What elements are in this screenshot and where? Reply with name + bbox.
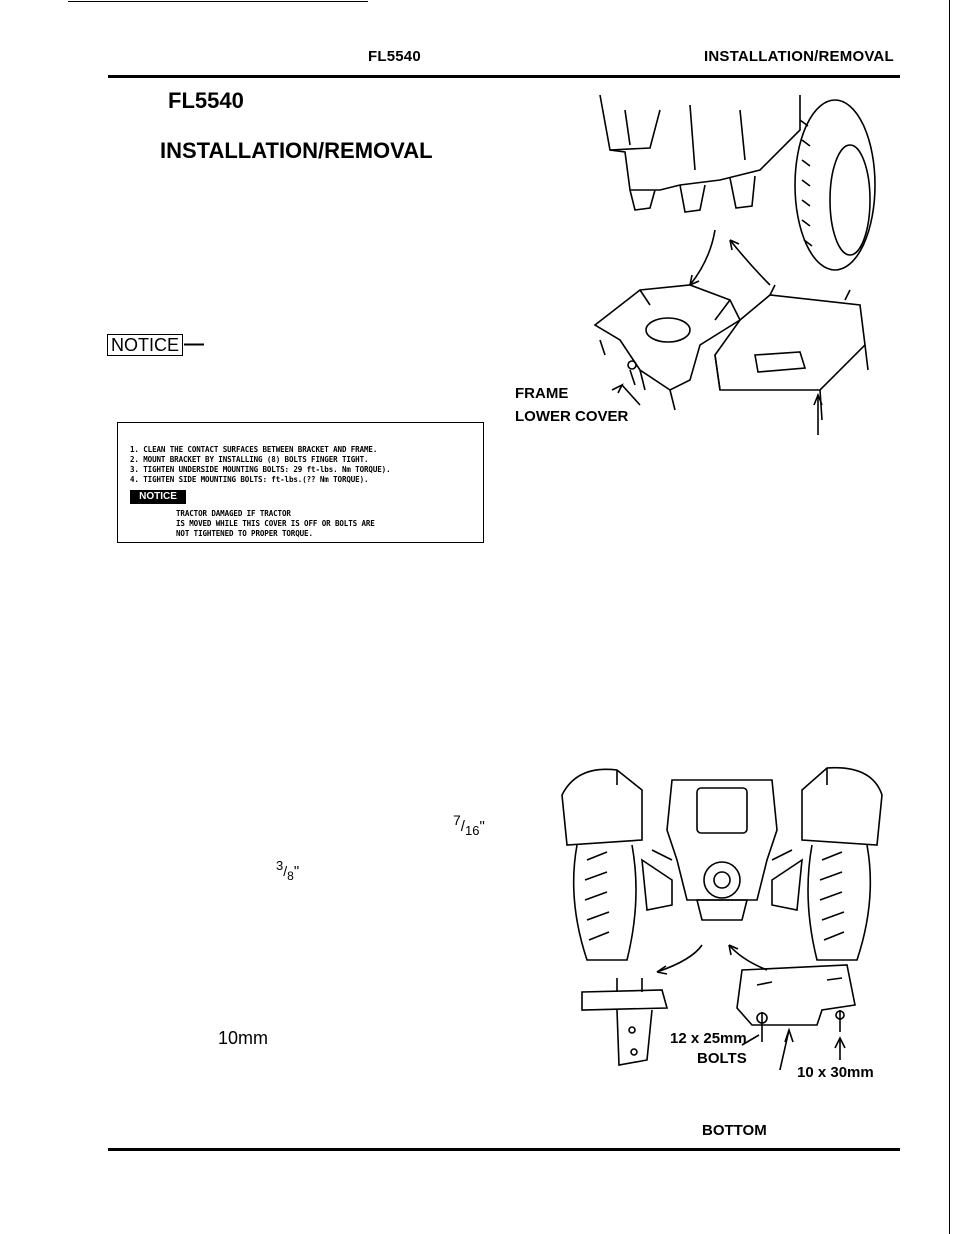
fraction-1-num: 7 bbox=[453, 812, 461, 828]
top-short-rule bbox=[68, 1, 368, 2]
decal-line-4: 4. TIGHTEN SIDE MOUNTING BOLTS: ft-lbs.(… bbox=[130, 475, 369, 484]
decal-line-1: 1. CLEAN THE CONTACT SURFACES BETWEEN BR… bbox=[130, 445, 378, 454]
label-bolt-12x25: 12 x 25mm bbox=[670, 1030, 747, 1047]
label-bolt-10x30: 10 x 30mm bbox=[797, 1064, 874, 1081]
decal-line-3: 3. TIGHTEN UNDERSIDE MOUNTING BOLTS: 29 … bbox=[130, 465, 391, 474]
fraction-2-den: 8 bbox=[287, 869, 294, 883]
fraction-2-num: 3 bbox=[276, 858, 284, 873]
header-rule bbox=[108, 75, 900, 78]
fraction-2-mark: " bbox=[293, 863, 300, 880]
notice-dash: — bbox=[184, 333, 205, 355]
fraction-three-eighths: 3/8" bbox=[276, 858, 300, 883]
decal-line-2: 2. MOUNT BRACKET BY INSTALLING (8) BOLTS… bbox=[130, 455, 369, 464]
right-edge-rule bbox=[949, 0, 950, 1234]
fraction-1-den: 16 bbox=[464, 823, 480, 838]
header-model: FL5540 bbox=[368, 48, 421, 65]
footer-rule bbox=[108, 1148, 900, 1151]
page-title-heading: INSTALLATION/REMOVAL bbox=[160, 138, 433, 163]
tractor-frame-illustration bbox=[593, 94, 876, 435]
header-section: INSTALLATION/REMOVAL bbox=[704, 48, 894, 65]
decal-notice-line-2: IS MOVED WHILE THIS COVER IS OFF OR BOLT… bbox=[176, 519, 375, 528]
fraction-1-mark: " bbox=[479, 818, 485, 835]
metric-size: 10mm bbox=[218, 1028, 269, 1048]
label-bolts: BOLTS bbox=[697, 1050, 747, 1067]
notice: NOTICE — bbox=[107, 333, 204, 356]
decal-notice-label: NOTICE bbox=[130, 490, 186, 504]
instruction-decal: 1. CLEAN THE CONTACT SURFACES BETWEEN BR… bbox=[117, 422, 484, 543]
notice-label: NOTICE bbox=[107, 333, 184, 356]
decal-notice-line-3: NOT TIGHTENED TO PROPER TORQUE. bbox=[176, 529, 313, 538]
decal-notice-line-1: TRACTOR DAMAGED IF TRACTOR bbox=[176, 509, 291, 518]
fraction-seven-sixteenths: 7/16" bbox=[453, 812, 485, 838]
label-frame: FRAME bbox=[515, 385, 569, 402]
label-bottom: BOTTOM bbox=[702, 1122, 767, 1139]
tractor-rear-illustration bbox=[561, 766, 883, 1070]
label-lower-cover: LOWER COVER bbox=[515, 408, 629, 425]
page-title-model: FL5540 bbox=[168, 88, 244, 113]
